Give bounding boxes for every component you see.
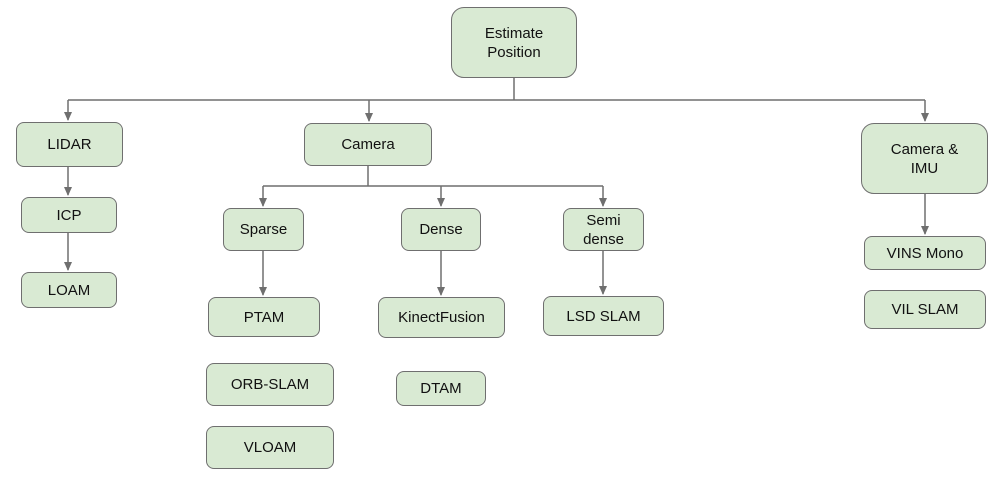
node-vins-mono: VINS Mono (864, 236, 986, 270)
node-dense: Dense (401, 208, 481, 251)
node-orb-slam: ORB-SLAM (206, 363, 334, 406)
node-ptam: PTAM (208, 297, 320, 337)
node-vloam: VLOAM (206, 426, 334, 469)
node-vil-slam: VIL SLAM (864, 290, 986, 329)
node-estimate-position: Estimate Position (451, 7, 577, 78)
node-lsd-slam: LSD SLAM (543, 296, 664, 336)
node-dtam: DTAM (396, 371, 486, 406)
node-loam: LOAM (21, 272, 117, 308)
node-semi-dense: Semi dense (563, 208, 644, 251)
node-camera-imu: Camera & IMU (861, 123, 988, 194)
node-kinectfusion: KinectFusion (378, 297, 505, 338)
node-lidar: LIDAR (16, 122, 123, 167)
node-icp: ICP (21, 197, 117, 233)
node-sparse: Sparse (223, 208, 304, 251)
node-camera: Camera (304, 123, 432, 166)
